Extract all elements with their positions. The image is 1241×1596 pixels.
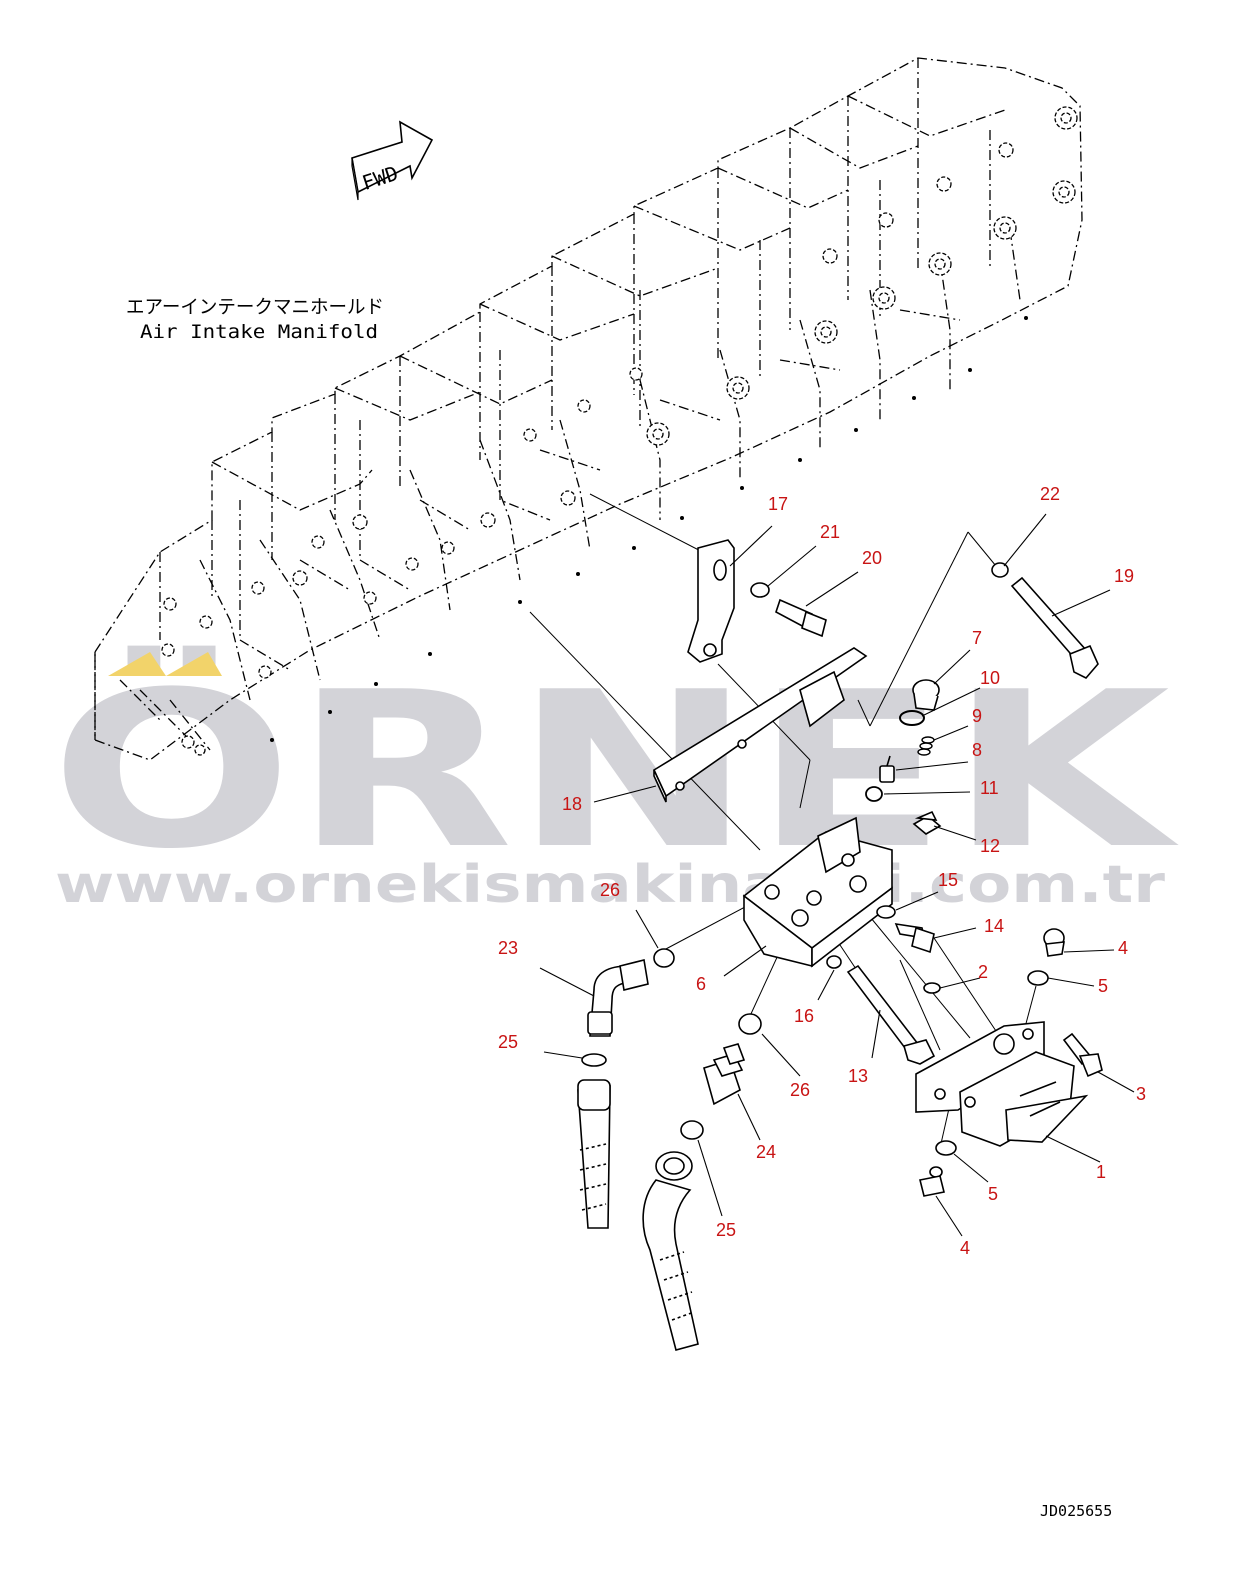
hose-left — [577, 1079, 611, 1229]
callout-5-lower: 5 — [988, 1184, 998, 1204]
callout-19: 19 — [1114, 566, 1134, 586]
callout-8: 8 — [972, 740, 982, 760]
callout-22: 22 — [1040, 484, 1060, 504]
callout-7: 7 — [972, 628, 982, 648]
callout-18: 18 — [562, 794, 582, 814]
part-25-o-ring-left — [581, 1053, 607, 1067]
part-14-bolt — [894, 922, 935, 954]
assembly-label-en: Air Intake Manifold — [140, 321, 378, 343]
callout-25-left: 25 — [498, 1032, 518, 1052]
callout-11: 11 — [980, 778, 999, 798]
assembly-label-jp: エアーインテークマニホールド — [126, 296, 384, 318]
part-25-o-ring-right — [680, 1120, 704, 1140]
callout-17: 17 — [768, 494, 788, 514]
callout-26-upper: 26 — [600, 880, 620, 900]
callout-2: 2 — [978, 962, 988, 982]
fwd-arrow: FWD — [351, 120, 434, 201]
callout-5-upper: 5 — [1098, 976, 1108, 996]
part-2-gasket — [923, 982, 941, 994]
part-23-elbow-fitting — [587, 959, 649, 1037]
watermark-accent-right — [166, 652, 222, 676]
watermark: ÖRNEK www.ornekismakinalari.com.tr — [50, 645, 1180, 915]
part-7-plug — [912, 679, 940, 711]
part-26-o-ring-upper — [653, 948, 675, 968]
callout-16: 16 — [794, 1006, 814, 1026]
callout-21: 21 — [820, 522, 840, 542]
part-4-plug-upper — [1043, 928, 1065, 957]
part-6-block — [742, 816, 893, 968]
manifold-bolt-holes — [161, 106, 1078, 756]
part-3-bolt — [1062, 1032, 1103, 1078]
part-4-plug-lower — [919, 1166, 945, 1197]
callout-10: 10 — [980, 668, 1000, 688]
drawing-code: JD025655 — [1040, 1502, 1112, 1520]
callout-20: 20 — [862, 548, 882, 568]
callout-23: 23 — [498, 938, 518, 958]
part-10-o-ring — [899, 710, 925, 726]
callout-9: 9 — [972, 706, 982, 726]
watermark-url: www.ornekismakinalari.com.tr — [55, 855, 1165, 915]
callout-13: 13 — [848, 1066, 868, 1086]
callout-24: 24 — [756, 1142, 776, 1162]
part-24-connector — [703, 1043, 746, 1106]
air-intake-manifold-outline — [94, 57, 1083, 761]
watermark-brand: ÖRNEK — [50, 645, 1180, 896]
callout-leaders — [539, 513, 1135, 1237]
part-19-bolt — [1010, 576, 1099, 679]
manifold-flange-dots — [270, 316, 1028, 742]
part-20-bolt — [775, 598, 827, 638]
part-8-valve — [879, 755, 895, 783]
part-5-washer-lower — [935, 1140, 957, 1156]
callout-3: 3 — [1136, 1084, 1146, 1104]
part-17-bracket — [687, 539, 735, 663]
part-18-plate — [652, 647, 868, 803]
callout-26-lower: 26 — [790, 1080, 810, 1100]
part-26-o-ring-lower — [738, 1013, 762, 1035]
callout-15: 15 — [938, 870, 958, 890]
part-12-plug — [912, 810, 942, 835]
part-13-bolt — [846, 964, 936, 1065]
callout-4-upper: 4 — [1118, 938, 1128, 958]
callout-12: 12 — [980, 836, 1000, 856]
part-16-washer — [826, 955, 842, 969]
callout-numbers: 17 21 20 22 19 7 10 9 8 11 12 18 15 14 2… — [498, 484, 1146, 1258]
part-5-washer-upper — [1027, 970, 1049, 986]
part-21-washer — [750, 582, 770, 598]
part-9-spring — [917, 736, 935, 756]
callout-25-right: 25 — [716, 1220, 736, 1240]
hose-right — [642, 1151, 699, 1351]
part-11-washer — [865, 786, 883, 802]
part-22-washer — [991, 562, 1009, 578]
callout-4-lower: 4 — [960, 1238, 970, 1258]
callout-14: 14 — [984, 916, 1004, 936]
part-15-washer — [876, 905, 896, 919]
callout-6: 6 — [696, 974, 706, 994]
part-1-housing — [915, 1021, 1089, 1147]
watermark-accent-left — [108, 652, 166, 676]
callout-1: 1 — [1096, 1162, 1106, 1182]
